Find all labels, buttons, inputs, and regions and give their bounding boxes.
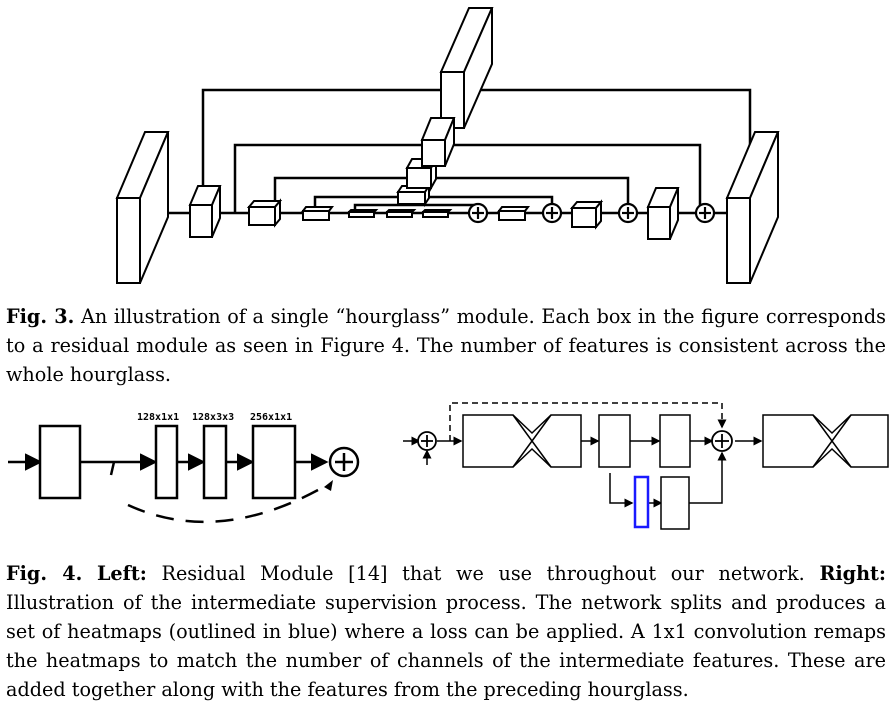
- heatmap-block: [633, 475, 650, 529]
- hourglass-box: [188, 185, 222, 238]
- figure-3-label: Fig. 3.: [6, 305, 75, 328]
- input-block: [38, 424, 82, 500]
- hourglass-box-top-tall: [439, 7, 494, 129]
- hourglass-symbol: [762, 414, 889, 468]
- hourglass-box: [497, 206, 530, 221]
- residual-block: [598, 414, 631, 468]
- figure-3-caption: Fig. 3. An illustration of a single “hou…: [6, 302, 886, 389]
- add-node-icon: [467, 202, 489, 224]
- hourglass-box-left-large: [115, 131, 170, 284]
- hourglass-box: [420, 117, 456, 167]
- figure-3-text: An illustration of a single “hourglass” …: [6, 305, 886, 386]
- residual-block: [659, 414, 691, 468]
- conv-label-2: 128x3x3: [192, 412, 234, 423]
- figure-4-right-text: Illustration of the intermediate supervi…: [6, 591, 886, 701]
- conv-label-1: 128x1x1: [137, 412, 179, 423]
- add-node-icon: [541, 202, 563, 224]
- figure-4-left-text: Residual Module [14] that we use through…: [161, 562, 805, 585]
- hourglass-box-right-large: [725, 131, 780, 284]
- figure-4-label: Fig. 4.: [6, 562, 83, 585]
- add-node-icon: [328, 446, 360, 478]
- figure-4-right-label: Right:: [819, 562, 886, 585]
- add-node-icon: [617, 202, 639, 224]
- hourglass-box: [646, 187, 680, 240]
- hourglass-box: [569, 199, 604, 230]
- intermediate-supervision-diagram: [403, 402, 889, 530]
- hourglass-box: [246, 198, 283, 228]
- hourglass-box: [346, 209, 379, 218]
- conv-label-3: 256x1x1: [250, 412, 292, 423]
- hourglass-box: [301, 206, 334, 221]
- conv-block-256x1x1: [251, 424, 297, 500]
- figure-4-left-label: Left:: [96, 562, 147, 585]
- add-node-icon: [694, 202, 716, 224]
- conv-1x1-block: [660, 476, 690, 530]
- add-node-icon: [711, 430, 733, 452]
- hourglass-diagram: [115, 7, 780, 284]
- conv-block-128x3x3: [202, 424, 228, 500]
- hourglass-box: [420, 209, 453, 218]
- hourglass-symbol: [462, 414, 582, 468]
- residual-module-diagram: 128x1x1 128x3x3 256x1x1: [8, 412, 360, 524]
- hourglass-box: [384, 209, 417, 218]
- figure-4-caption: Fig. 4. Left: Residual Module [14] that …: [6, 559, 886, 704]
- add-node-icon: [417, 431, 437, 451]
- conv-block-128x1x1: [154, 424, 179, 500]
